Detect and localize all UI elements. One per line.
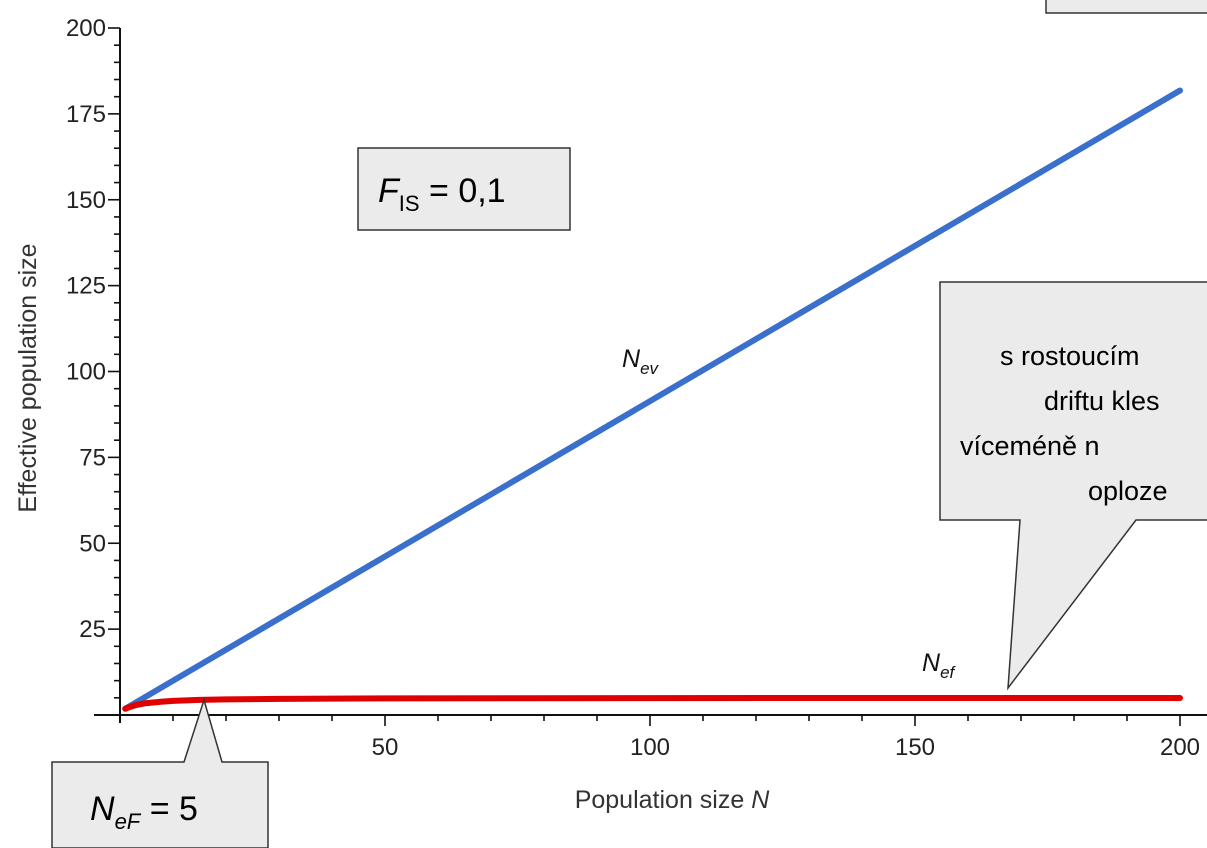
callout-line-1: s rostoucím [1000, 341, 1140, 371]
y-tick-label-200: 200 [66, 15, 106, 42]
callout-line-3: víceméně n [960, 431, 1100, 461]
callout-line-2: driftu kles [1044, 386, 1160, 416]
series-label-nef: Nef [922, 649, 957, 682]
svg-text:NeF = 5: NeF = 5 [90, 790, 198, 834]
series-line-nev [122, 87, 1183, 712]
series-label-nev: Nev [622, 345, 660, 378]
series-line-nef [122, 695, 1183, 712]
x-tick-label-100: 100 [630, 734, 670, 761]
series-layer [122, 87, 1183, 712]
y-axis-title: Effective population size [14, 243, 42, 512]
y-tick-label-25: 25 [79, 616, 106, 643]
x-tick-label-50: 50 [372, 734, 399, 761]
top-right-box [1045, 0, 1207, 14]
y-tick-label-50: 50 [79, 530, 106, 557]
x-tick-label-150: 150 [895, 734, 935, 761]
drift-callout: s rostoucím driftu kles víceméně n oploz… [939, 281, 1207, 691]
y-tick-label-175: 175 [66, 101, 106, 128]
y-tick-label-75: 75 [79, 444, 106, 471]
x-tick-label-200: 200 [1160, 734, 1200, 761]
axes: 50 100 150 200 25 50 75 100 125 150 175 200 [66, 15, 1207, 761]
nef-callout: NeF = 5 [51, 697, 269, 848]
y-tick-label-150: 150 [66, 187, 106, 214]
y-tick-label-125: 125 [66, 273, 106, 300]
y-tick-label-100: 100 [66, 359, 106, 386]
x-axis-title: Population size N [575, 786, 771, 814]
svg-text:FIS = 0,1: FIS = 0,1 [378, 172, 506, 216]
callout-line-4: oploze [1088, 476, 1168, 506]
fis-annotation-box: FIS = 0,1 [357, 147, 571, 231]
